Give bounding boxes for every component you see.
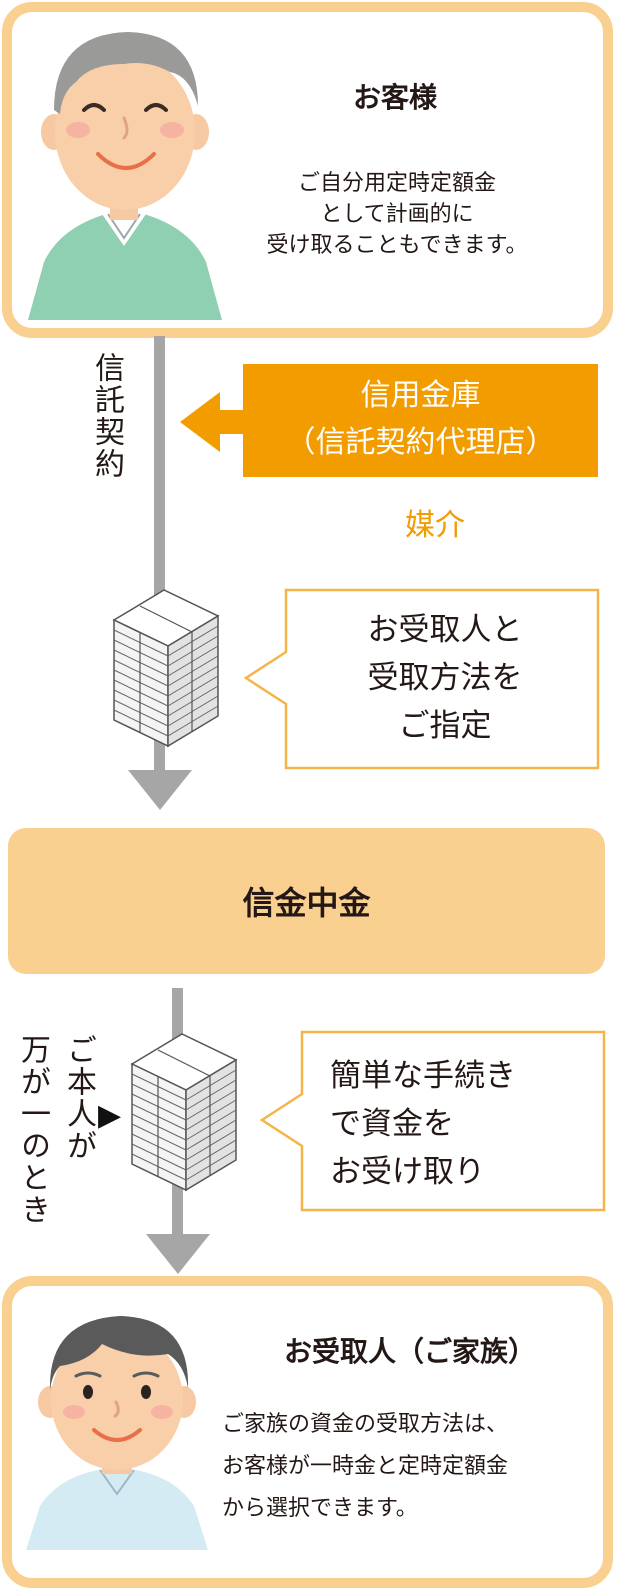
condition-marker-icon: ▶ — [98, 1098, 122, 1133]
customer-description: ご自分用定時定額金 として計画的に 受け取ることもできます。 — [266, 171, 528, 258]
speech-bubble-receive — [259, 1030, 606, 1212]
beneficiary-description: ご家族の資金の受取方法は、 お客様が一時金と定時定額金 から選択できます。 — [222, 1412, 509, 1521]
elderly-man-illustration — [28, 32, 222, 320]
shinkin-central-bank-label: 信金中金 — [242, 884, 371, 922]
receive-note: 簡単な手続き で資金を お受け取り — [330, 1058, 516, 1190]
credit-union-box: 信用金庫 （信託契約代理店） — [243, 364, 598, 477]
customer-title: お客様 — [352, 81, 437, 114]
document-stack-icon — [112, 589, 220, 748]
trust-contract-label: 信託契約 — [89, 352, 124, 480]
condition-label-col2: 万が一のとき — [15, 1034, 50, 1226]
down-arrow-icon — [128, 770, 192, 810]
speech-bubble-designate — [243, 588, 600, 770]
document-stack-icon — [130, 1033, 238, 1192]
flow-arrow-shaft-top — [154, 336, 165, 776]
mediation-label: 媒介 — [405, 508, 465, 543]
younger-man-illustration — [26, 1316, 208, 1550]
shinkin-central-bank-box: 信金中金 — [8, 828, 605, 974]
down-arrow-icon — [146, 1234, 210, 1274]
beneficiary-title: お受取人（ご家族） — [283, 1335, 536, 1368]
designate-note: お受取人と 受取方法を ご指定 — [367, 612, 523, 744]
left-arrow-icon — [180, 392, 246, 452]
condition-label-col1: ご本人が — [61, 1034, 96, 1162]
